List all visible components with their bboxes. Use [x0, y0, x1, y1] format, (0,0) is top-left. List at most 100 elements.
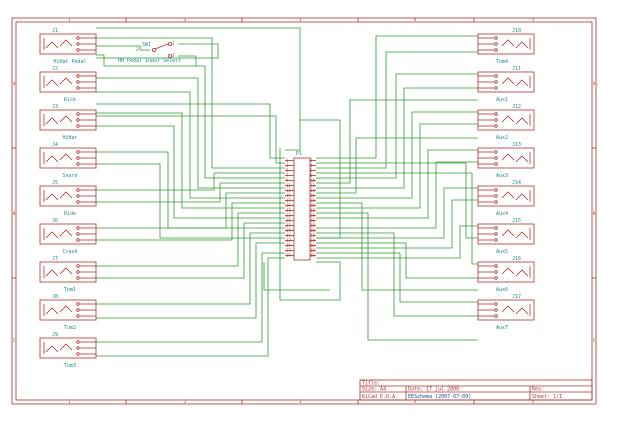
p1-pin-11: 11 [286, 183, 291, 188]
jack-ref: J9 [52, 332, 58, 338]
jack-ref: J3 [52, 104, 58, 110]
p1-pin-20: 20 [310, 203, 315, 208]
p1-pin-17: 17 [286, 198, 291, 203]
tb-date-label: Date: 17 jul 2008 [408, 387, 459, 393]
p1-pin-2: 2 [310, 158, 313, 163]
jack-label: HiHat Pedal [53, 59, 86, 65]
ruler-left-b: B [13, 211, 16, 216]
ruler-right-b: B [593, 211, 596, 216]
tb-rev-label: Rev: [532, 387, 544, 393]
p1-pin-8: 8 [310, 173, 313, 178]
jack-ref: J2 [52, 66, 58, 72]
jack-ref: J15 [512, 218, 521, 224]
jack-ref: J10 [512, 28, 521, 34]
ruler-right-c: C [593, 338, 596, 343]
jack-label: Snare [62, 173, 77, 179]
tb-kicad-label: KiCad E.D.A. [362, 394, 398, 400]
outer-frame [11, 17, 597, 405]
tb-eeschema-label: EESchema (2007-07-09) [408, 394, 471, 400]
jack-ref: J7 [52, 256, 58, 262]
p1-pin-10: 10 [310, 178, 315, 183]
p1-pin-26: 26 [310, 218, 315, 223]
ruler-top-5: 5 [532, 17, 535, 22]
p1-pin-4: 4 [310, 163, 313, 168]
p1-pin-40: 40 [310, 253, 315, 258]
p1-pin-18: 18 [310, 198, 315, 203]
p1-pin-7: 7 [286, 173, 289, 178]
ruler-left-c: C [13, 338, 16, 343]
p1-pin-37: 37 [286, 248, 291, 253]
ruler-top-4: 4 [414, 17, 417, 22]
p1-pin-29: 29 [286, 228, 291, 233]
tb-size-label: Size: A4 [362, 387, 386, 393]
p1-pin-38: 38 [310, 248, 315, 253]
switch-value: HH Pedal Input Select [118, 58, 181, 64]
hh-pedal-select-switch: SW1 2 1 3 HH Pedal Input Select [118, 41, 181, 64]
jack-label: Ride [64, 211, 76, 217]
switch-pin-1: 1 [172, 41, 175, 46]
ruler-ticks [12, 18, 596, 404]
jack-label: Kick [64, 97, 76, 103]
p1-pin-19: 19 [286, 203, 291, 208]
p1-pin-32: 32 [310, 233, 315, 238]
jack-ref: J11 [512, 66, 521, 72]
jack-label: Aux5 [496, 249, 508, 255]
title-block: Title: Size: A4 Date: 17 jul 2008 Rev: K… [359, 379, 593, 401]
p1-pin-39: 39 [286, 253, 291, 258]
p1-ref: P1 [296, 151, 302, 157]
switch-pin-2: 2 [136, 47, 139, 52]
jack-ref: J17 [512, 294, 521, 300]
p1-pin-1: 1 [286, 158, 289, 163]
jack-label: Tom3 [64, 363, 76, 369]
ruler-bottom-2: 2 [184, 399, 187, 404]
jack-label: Aux4 [496, 211, 508, 217]
p1-pin-35: 35 [286, 243, 291, 248]
p1-pin-21: 21 [286, 208, 291, 213]
jack-label: Aux3 [496, 173, 508, 179]
tb-sheet-label: Sheet: 1/1 [532, 394, 562, 400]
jack-label: Crash [62, 249, 77, 255]
jack-label: Aux6 [496, 287, 508, 293]
jack-label: Tom1 [64, 287, 76, 293]
ruler-top-3: 3 [299, 17, 302, 22]
p1-pin-3: 3 [286, 163, 289, 168]
p1-pin-5: 5 [286, 168, 289, 173]
p1-pin-13: 13 [286, 188, 291, 193]
ruler-top-2: 2 [184, 17, 187, 22]
p1-pin-15: 15 [286, 193, 291, 198]
p1-pin-28: 28 [310, 223, 315, 228]
jack-ref: J8 [52, 294, 58, 300]
jack-label: Aux2 [496, 135, 508, 141]
jack-label: HiHat [62, 135, 77, 141]
switch-ref: SW1 [142, 42, 151, 48]
p1-pin-27: 27 [286, 223, 291, 228]
p1-pin-30: 30 [310, 228, 315, 233]
p1-pin-22: 22 [310, 208, 315, 213]
jack-ref: J16 [512, 256, 521, 262]
jack-label: Aux1 [496, 97, 508, 103]
jack-ref: J13 [512, 142, 521, 148]
ruler-bottom-3: 3 [299, 399, 302, 404]
tb-title-label: Title: [362, 381, 380, 387]
jack-ref: J1 [52, 28, 58, 34]
jack-ref: J4 [52, 142, 58, 148]
right-jack-column: J10Tom4J11Aux1J12Aux2J13Aux3J14Aux4J15Au… [477, 28, 535, 331]
p1-pin-12: 12 [310, 183, 315, 188]
